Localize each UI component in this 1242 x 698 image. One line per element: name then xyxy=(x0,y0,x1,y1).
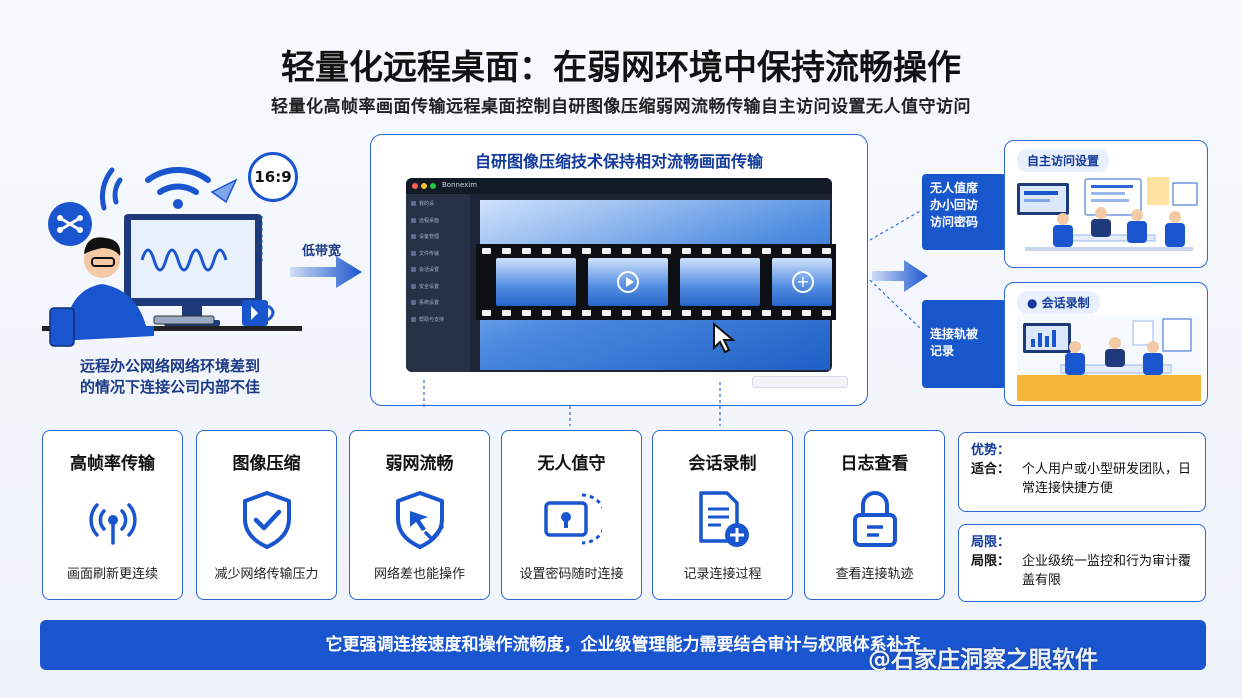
sidebar-item[interactable]: 文件传输 xyxy=(411,247,465,261)
film-frame: + xyxy=(772,258,832,306)
feature-card-log-view: 日志查看 查看连接轨迹 xyxy=(804,430,945,600)
recording-illustration xyxy=(1017,315,1201,401)
lock-screen-icon xyxy=(544,493,602,545)
feature-card-session-recording: 会话录制 记录连接过程 xyxy=(652,430,793,600)
sidebar-item-label: 我的设 xyxy=(419,201,435,208)
shield-pointer-icon xyxy=(396,491,444,549)
feature-card-title: 日志查看 xyxy=(840,454,909,474)
session-recording-tag: ● 会话录制 xyxy=(1017,291,1100,314)
arrow-right-icon xyxy=(290,256,362,288)
summary-banner: 它更强调连接速度和操作流畅度，企业级管理能力需要结合审计与权限体系补齐 xyxy=(40,620,1206,670)
plus-icon: + xyxy=(792,271,814,293)
advantage-heading: 优势： xyxy=(971,443,1011,458)
sidebar-item-label: 远程桌面 xyxy=(419,217,440,224)
aspect-ratio-badge: 16:9 xyxy=(248,152,298,202)
feature-card-title: 会话录制 xyxy=(688,454,757,474)
watermark: @石家庄洞察之眼软件 xyxy=(868,647,1098,673)
sidebar-item[interactable]: 系统设置 xyxy=(411,296,465,310)
sidebar-item[interactable]: 帮助与支持 xyxy=(411,313,465,327)
document-add-icon xyxy=(699,491,749,547)
sidebar-item[interactable]: 设备管理 xyxy=(411,230,465,244)
advantage-text: 个人用户或小型研发团队，日常连接快捷方便 xyxy=(1022,462,1192,496)
left-caption-line2: 的情况下连接公司内部不佳 xyxy=(79,378,260,396)
drone-icon xyxy=(48,202,92,246)
feature-card-desc: 记录连接过程 xyxy=(683,567,762,582)
session-recording-card: ● 会话录制 xyxy=(1004,282,1208,406)
sidebar-item[interactable]: 会话设置 xyxy=(411,263,465,277)
wifi-icon xyxy=(145,167,211,209)
feature-card-title: 图像压缩 xyxy=(232,454,301,474)
feature-card-desc: 查看连接轨迹 xyxy=(835,567,914,582)
advantage-box: 优势： 适合： 个人用户或小型研发团队，日常连接快捷方便 xyxy=(958,432,1206,512)
paper-plane-icon xyxy=(210,178,238,204)
connection-tracking-label: 连接轨被 记录 xyxy=(922,300,1006,388)
feature-card-desc: 设置密码随时连接 xyxy=(519,567,624,582)
feature-card-title: 无人值守 xyxy=(537,454,606,474)
feature-card-unattended: 无人值守 设置密码随时连接 xyxy=(501,430,642,600)
play-icon xyxy=(617,271,639,293)
window-close-dot[interactable] xyxy=(412,183,418,189)
feature-card-title: 高帧率传输 xyxy=(70,454,155,474)
sidebar-item[interactable]: 安全设置 xyxy=(411,280,465,294)
sidebar-item-label: 安全设置 xyxy=(419,283,440,290)
film-strip: + xyxy=(476,244,836,320)
meeting-illustration xyxy=(1017,177,1198,251)
feature-card-desc: 网络差也能操作 xyxy=(373,567,465,582)
app-name: Bonnexim xyxy=(442,181,478,189)
mouse-cursor-icon xyxy=(713,322,736,354)
left-caption: 远程办公网络网络环境差到 的情况下连接公司内部不佳 xyxy=(40,356,300,398)
remote-worker-illustration xyxy=(42,167,302,347)
sidebar-item-label: 系统设置 xyxy=(419,300,440,307)
sidebar-item-label: 设备管理 xyxy=(419,234,440,241)
feature-card-compression: 图像压缩 减少网络传输压力 xyxy=(196,430,337,600)
sidebar-item[interactable]: 我的设 xyxy=(411,197,465,211)
shield-check-icon xyxy=(243,491,291,549)
limitation-key: 局限： xyxy=(971,554,1011,569)
limitation-box: 局限： 局限： 企业级统一监控和行为审计覆盖有限 xyxy=(958,524,1206,602)
page-title: 轻量化远程桌面：在弱网环境中保持流畅操作 xyxy=(281,48,961,88)
feature-card-title: 弱网流畅 xyxy=(385,454,454,474)
film-frame xyxy=(496,258,576,306)
sidebar-item-label: 会话设置 xyxy=(419,267,440,274)
arrow-right-icon xyxy=(872,260,928,292)
advantage-key: 适合： xyxy=(971,462,1011,477)
padlock-icon xyxy=(853,491,897,547)
session-recording-tag-text: 会话录制 xyxy=(1041,296,1090,310)
feature-card-high-fps: 高帧率传输 画面刷新更连续 xyxy=(42,430,183,600)
feature-card-desc: 减少网络传输压力 xyxy=(214,567,319,582)
sidebar-item[interactable]: 远程桌面 xyxy=(411,214,465,228)
mini-toolbar[interactable] xyxy=(752,376,848,388)
autonomous-access-tag: 自主访问设置 xyxy=(1017,149,1110,172)
feature-card-weak-network: 弱网流畅 网络差也能操作 xyxy=(349,430,490,600)
sidebar-item-label: 文件传输 xyxy=(419,250,440,257)
film-frame xyxy=(680,258,760,306)
window-zoom-dot[interactable] xyxy=(430,183,436,189)
film-frame xyxy=(588,258,668,306)
unattended-access-label: 无人值席 办小回访 访问密码 xyxy=(922,174,1006,250)
page-subtitle: 轻量化高帧率画面传输远程桌面控制自研图像压缩弱网流畅传输自主访问设置无人值守访问 xyxy=(271,97,971,117)
sidebar-item-label: 帮助与支持 xyxy=(419,316,445,323)
left-caption-line1: 远程办公网络网络环境差到 xyxy=(79,357,260,375)
low-bandwidth-label: 低带宽 xyxy=(302,244,342,259)
app-sidebar: 我的设 远程桌面 设备管理 文件传输 会话设置 安全设置 系统设置 帮助与支持 xyxy=(406,194,470,372)
signal-broadcast-icon xyxy=(89,503,137,545)
center-panel-title: 自研图像压缩技术保持相对流畅画面传输 xyxy=(474,152,763,171)
autonomous-access-card: 自主访问设置 xyxy=(1004,140,1208,268)
feature-card-desc: 画面刷新更连续 xyxy=(66,567,158,582)
limitation-text: 企业级统一监控和行为审计覆盖有限 xyxy=(1022,554,1192,588)
aspect-ratio-text: 16:9 xyxy=(254,168,292,186)
app-titlebar: Bonnexim xyxy=(406,178,832,194)
limitation-heading: 局限： xyxy=(971,535,1011,550)
window-minimize-dot[interactable] xyxy=(421,183,427,189)
